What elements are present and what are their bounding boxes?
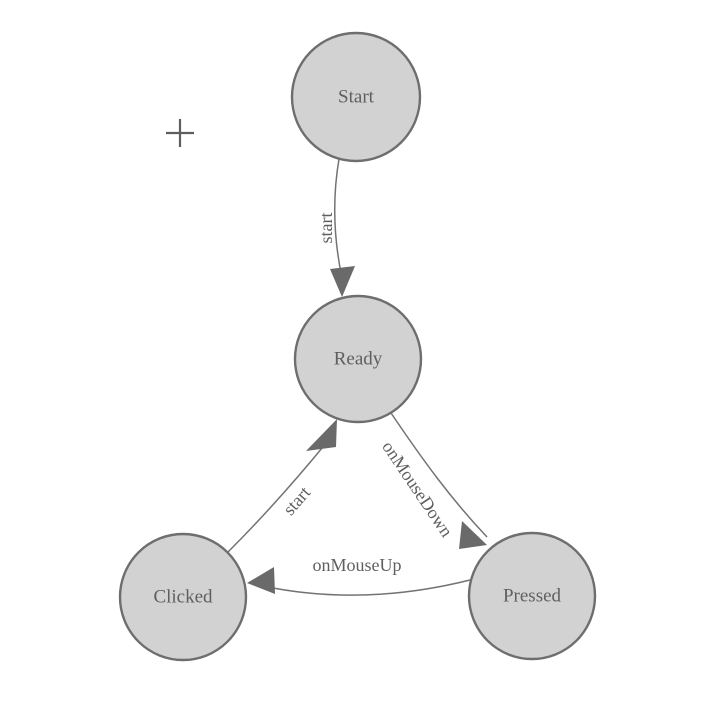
- node-pressed[interactable]: Pressed: [467, 531, 597, 661]
- edge-pressed-to-clicked-path: [262, 579, 471, 596]
- node-ready[interactable]: Ready: [293, 294, 423, 424]
- edge-label-pressed-to-clicked: onMouseUp: [313, 555, 402, 575]
- edge-pressed-to-clicked[interactable]: onMouseUp: [247, 555, 471, 596]
- edge-clicked-to-ready[interactable]: start: [227, 419, 337, 553]
- edge-start-to-ready[interactable]: start: [316, 158, 355, 297]
- node-pressed-circle[interactable]: [467, 531, 597, 661]
- edge-clicked-to-ready-path: [227, 441, 328, 553]
- edge-start-to-ready-arrowhead: [330, 266, 355, 297]
- edge-pressed-to-clicked-arrowhead: [247, 567, 275, 594]
- node-start-circle[interactable]: [290, 31, 422, 163]
- node-start[interactable]: Start: [290, 31, 422, 163]
- crosshair-marker-icon[interactable]: [166, 119, 194, 147]
- edge-ready-to-pressed-arrowhead: [459, 521, 487, 549]
- node-clicked[interactable]: Clicked: [118, 532, 248, 662]
- edge-clicked-to-ready-arrowhead: [306, 419, 337, 451]
- node-ready-circle[interactable]: [293, 294, 423, 424]
- node-clicked-circle[interactable]: [118, 532, 248, 662]
- edge-ready-to-pressed[interactable]: onMouseDown: [378, 409, 488, 549]
- edge-label-start-to-ready: start: [316, 213, 336, 244]
- edge-start-to-ready-path: [334, 158, 343, 279]
- edge-ready-to-pressed-path: [388, 409, 488, 538]
- edge-label-clicked-to-ready: start: [279, 483, 314, 520]
